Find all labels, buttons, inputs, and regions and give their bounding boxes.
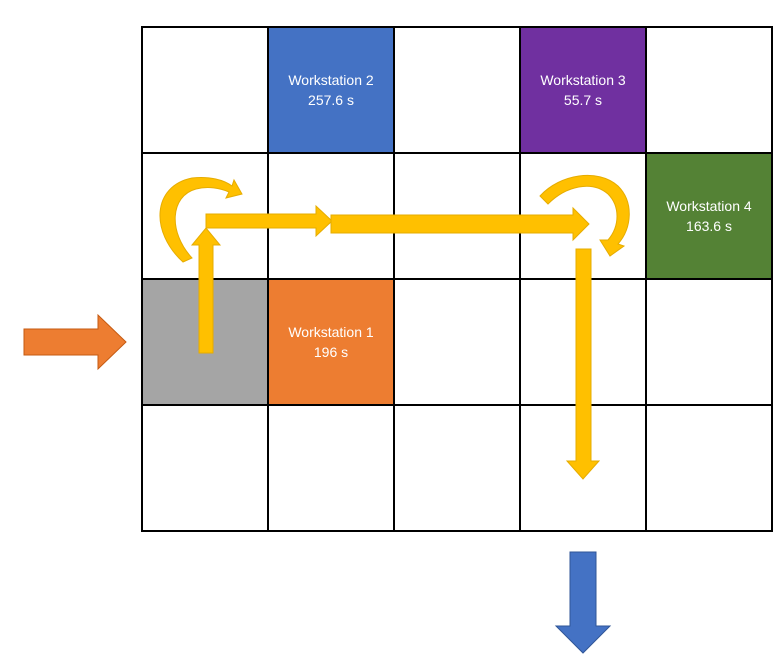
workstation-3-time: 55.7 s [563, 92, 603, 108]
workstation-4-cell: Workstation 4 163.6 s [646, 153, 772, 279]
workstation-2-time: 257.6 s [308, 92, 354, 108]
workstation-3-label: Workstation 3 [540, 72, 626, 88]
inflow-arrow [23, 313, 127, 371]
flow-arrow-right-2 [330, 206, 590, 242]
curved-arrow-left [159, 177, 243, 263]
workstation-1-label: Workstation 1 [288, 324, 374, 340]
flow-arrow-right-1 [205, 204, 333, 238]
outflow-arrow [554, 551, 612, 654]
workstation-4-label: Workstation 4 [666, 198, 752, 214]
flow-arrow-up [190, 227, 222, 354]
workstation-2-cell: Workstation 2 257.6 s [268, 27, 394, 153]
workstation-1-cell: Workstation 1 196 s [268, 279, 394, 405]
curved-arrow-right [539, 174, 630, 257]
workstation-3-cell: Workstation 3 55.7 s [520, 27, 646, 153]
workstation-4-time: 163.6 s [686, 218, 732, 234]
workstation-2-label: Workstation 2 [288, 72, 374, 88]
flow-arrow-down [565, 248, 601, 480]
workstation-1-time: 196 s [313, 344, 349, 360]
